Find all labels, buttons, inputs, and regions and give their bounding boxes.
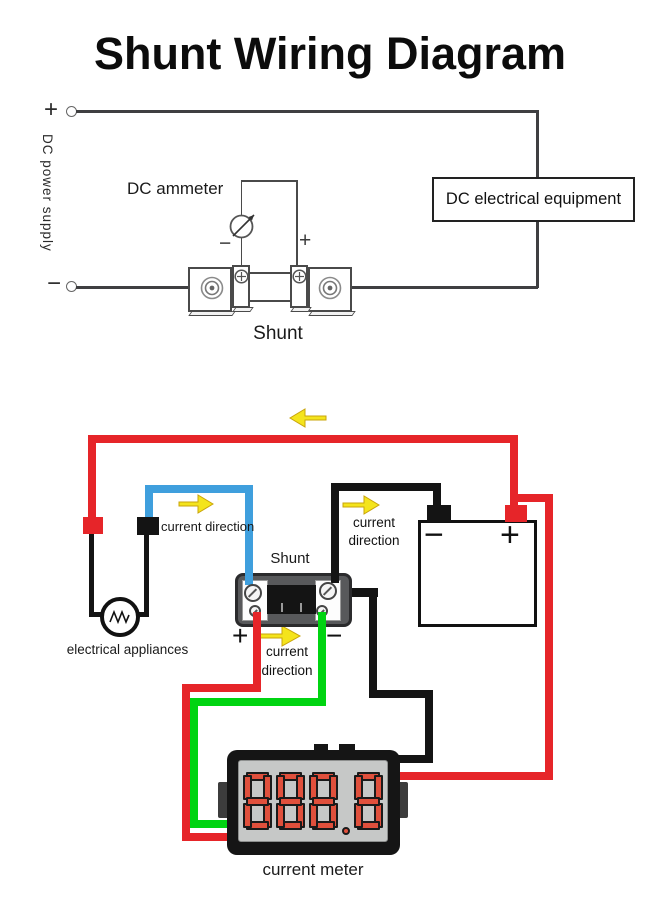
black-terminal-left xyxy=(137,517,159,535)
current-meter-label: current meter xyxy=(262,860,364,879)
shunt-right-screw xyxy=(319,582,337,600)
meter-display-digits xyxy=(239,761,387,841)
wire-return-right xyxy=(352,286,538,289)
shunt-resistor-bar xyxy=(267,585,316,614)
current-direction-black-line1: current xyxy=(352,515,396,530)
current-arrow-blue-icon xyxy=(178,494,214,514)
meter-digit xyxy=(243,772,272,830)
wire-equipment-bottom xyxy=(536,222,539,288)
shunt-left-screw xyxy=(244,584,262,602)
current-direction-shunt-line2: direction xyxy=(261,663,313,678)
wire-appliance-left-drop xyxy=(89,534,94,616)
meter-right-tab xyxy=(397,782,408,818)
dc-ammeter-label: DC ammeter xyxy=(127,179,224,198)
current-direction-shunt-line1: current xyxy=(265,644,309,659)
wire-supply-positive xyxy=(76,110,538,113)
dc-power-supply-label: DC power supply xyxy=(40,134,55,252)
current-direction-label-black: current direction xyxy=(334,514,414,550)
electrical-appliances-label: electrical appliances xyxy=(66,642,189,657)
wire-black-meter-drop2 xyxy=(425,690,433,763)
supply-plus-sign: + xyxy=(44,96,59,123)
current-direction-label-blue: current direction xyxy=(161,519,255,534)
battery-minus-sign: − xyxy=(424,516,444,554)
shunt-bottom-label: Shunt xyxy=(270,550,310,567)
wire-equipment-top xyxy=(536,110,539,178)
wire-red-sense-drop xyxy=(253,612,261,692)
shunt-right-bolt-icon xyxy=(318,276,342,300)
dc-electrical-equipment-box: DC electrical equipment xyxy=(432,177,635,222)
wire-black-horizontal xyxy=(331,483,441,491)
wire-appliance-left-stub xyxy=(89,612,106,617)
supply-minus-sign: − xyxy=(47,270,62,297)
wire-red-top xyxy=(88,435,518,443)
ammeter-loop-right xyxy=(296,180,298,267)
wire-return-left xyxy=(76,286,188,289)
meter-top-nub1 xyxy=(314,744,328,752)
wire-red-right-drop xyxy=(510,435,518,507)
battery-positive-terminal xyxy=(505,505,527,522)
wire-green-into-meter xyxy=(190,820,230,828)
meter-decimal-point xyxy=(342,827,350,835)
wire-red-into-meter xyxy=(182,833,230,841)
wire-black-right-drop xyxy=(433,483,441,507)
wire-green-sense-down xyxy=(190,698,198,828)
shunt-left-bolt-icon xyxy=(200,276,224,300)
page-title: Shunt Wiring Diagram xyxy=(93,28,567,79)
current-meter xyxy=(227,750,400,855)
resistor-zigzag-icon xyxy=(109,609,130,625)
wire-blue-right-drop xyxy=(245,485,253,585)
meter-display xyxy=(238,760,388,842)
wire-blue-left-drop xyxy=(145,485,153,518)
wire-green-sense-jog xyxy=(190,698,326,706)
wire-red-left-drop xyxy=(88,435,96,518)
shunt-bar-bottom xyxy=(250,300,290,303)
meter-digit xyxy=(309,772,338,830)
wire-green-sense-drop xyxy=(318,612,326,706)
shunt-right-block xyxy=(308,267,352,312)
shunt-plus-sign: + xyxy=(232,620,249,651)
shunt-bar-tick1 xyxy=(281,603,283,612)
ammeter-loop-top xyxy=(240,180,298,182)
shunt-bar-top xyxy=(250,272,290,275)
battery-plus-sign: + xyxy=(500,516,520,554)
shunt-minus-sign: − xyxy=(326,620,343,651)
electrical-appliance-symbol xyxy=(100,597,140,637)
meter-top-nub2 xyxy=(339,744,355,752)
wire-black-into-shunt xyxy=(331,573,339,583)
shunt-left-post-screw-icon xyxy=(234,269,249,284)
wire-black-meter-jog xyxy=(369,690,433,698)
current-arrow-black-icon xyxy=(342,495,380,515)
red-terminal-left xyxy=(83,517,103,534)
wire-red-branch xyxy=(510,494,553,502)
dc-electrical-equipment-label: DC electrical equipment xyxy=(445,190,622,208)
wire-black-shunt-stub xyxy=(336,588,378,597)
shunt-top-label: Shunt xyxy=(253,323,303,344)
battery xyxy=(418,520,537,627)
wire-red-to-meter-right xyxy=(396,772,553,780)
current-arrow-left-icon xyxy=(289,408,327,428)
meter-left-tab xyxy=(218,782,229,818)
meter-digit xyxy=(354,772,383,830)
wire-appliance-right-drop xyxy=(144,535,149,615)
wire-blue-horizontal xyxy=(145,485,253,493)
battery-negative-terminal xyxy=(427,505,451,522)
meter-digit xyxy=(276,772,305,830)
wire-blue-into-shunt xyxy=(245,573,253,585)
wire-red-sense-down xyxy=(182,684,190,841)
wire-black-left-drop xyxy=(331,483,339,580)
shunt-right-post-screw-icon xyxy=(292,269,307,284)
current-direction-black-line2: direction xyxy=(348,533,400,548)
ammeter-minus-sign: − xyxy=(219,232,232,255)
ammeter-symbol-icon xyxy=(229,214,255,239)
ammeter-plus-sign: + xyxy=(299,229,312,252)
wire-appliance-right-stub xyxy=(134,612,149,617)
wire-black-meter-drop1 xyxy=(369,594,377,698)
current-direction-label-shunt: current direction xyxy=(247,642,327,680)
wire-red-far-right xyxy=(545,494,553,780)
wire-red-sense-jog xyxy=(182,684,261,692)
shunt-bar-tick2 xyxy=(300,603,302,612)
wire-black-to-meter xyxy=(396,755,433,763)
